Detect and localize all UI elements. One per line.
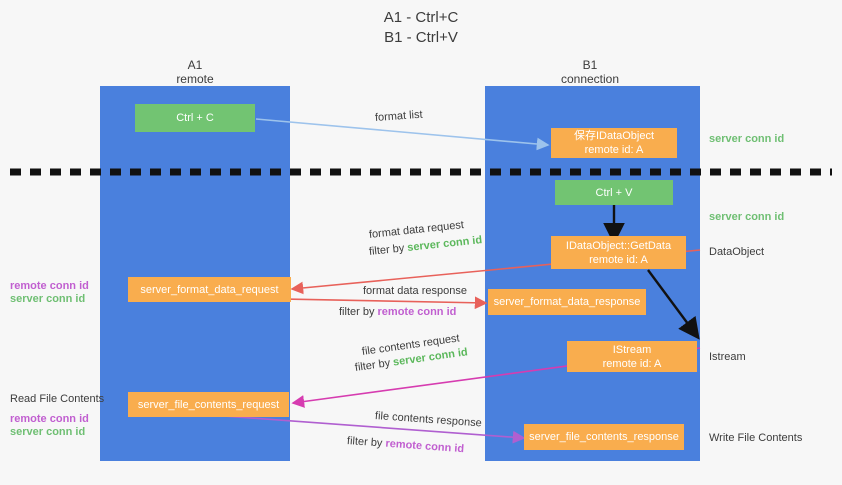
column-header-b1: B1 connection [490, 58, 690, 86]
node-ctrl-v[interactable]: Ctrl + V [555, 180, 673, 205]
node-server-format-data-request[interactable]: server_format_data_request [128, 277, 291, 302]
node-idataobject-line2: remote id: A [584, 144, 644, 156]
node-getdata-line1: IDataObject::GetData [565, 239, 672, 252]
column-a1-sub: remote [176, 72, 214, 86]
left-label-server-conn-2: server conn id [10, 426, 86, 438]
right-label-write-file-contents: Write File Contents [709, 432, 803, 444]
right-label-dataobject: DataObject [709, 246, 765, 258]
column-header-a1: A1 remote [100, 58, 290, 86]
edge-label-file-contents-response-filter: filter by remote conn id [347, 434, 465, 456]
node-server-file-contents-request-label: server_file_contents_request [137, 398, 280, 411]
node-idataobject-line1: 保存IDataObject [573, 130, 655, 142]
filter-by-text-1: filter by [368, 242, 408, 258]
filter-by-text-4: filter by [346, 435, 386, 450]
node-istream-line1: IStream [612, 343, 652, 356]
node-istream-line2: remote id: A [602, 357, 662, 370]
edge-label-file-contents-response: file contents response [374, 410, 483, 430]
node-server-file-contents-response[interactable]: server_file_contents_response [524, 424, 684, 450]
node-idataobject-getdata[interactable]: IDataObject::GetData remote id: A [551, 236, 686, 269]
left-label-server-conn-1: server conn id [10, 293, 86, 305]
column-a1-name: A1 [187, 58, 203, 72]
server-conn-id-text-1: server conn id [406, 234, 483, 254]
column-b1-name: B1 [582, 58, 598, 72]
filter-by-text-2: filter by [339, 306, 378, 318]
edge-label-format-data-response: format data response [363, 285, 467, 297]
right-label-server-conn-1: server conn id [709, 133, 785, 145]
column-b1-sub: connection [560, 72, 620, 86]
node-idataobject[interactable]: 保存IDataObject remote id: A [551, 128, 677, 158]
right-label-istream: Istream [709, 351, 746, 363]
filter-by-text-3: filter by [354, 356, 394, 374]
title-line-2: B1 - Ctrl+V [384, 29, 458, 46]
node-ctrl-c-label: Ctrl + C [176, 112, 214, 124]
node-istream[interactable]: IStream remote id: A [567, 341, 697, 372]
edge-label-format-data-response-filter: filter by remote conn id [339, 305, 456, 319]
node-getdata-line2: remote id: A [589, 253, 648, 266]
node-ctrl-v-label: Ctrl + V [595, 186, 633, 199]
remote-conn-id-text-2: remote conn id [385, 437, 465, 456]
node-server-file-contents-response-label: server_file_contents_response [529, 431, 679, 443]
node-server-file-contents-request[interactable]: server_file_contents_request [128, 392, 289, 417]
node-server-format-data-request-label: server_format_data_request [140, 283, 279, 296]
page-title: A1 - Ctrl+C B1 - Ctrl+V [0, 8, 842, 48]
node-server-format-data-response-label: server_format_data_response [493, 296, 641, 308]
node-ctrl-c[interactable]: Ctrl + C [135, 104, 255, 132]
edge-label-format-list: format list [374, 108, 423, 124]
left-label-remote-conn-2: remote conn id [10, 413, 89, 425]
remote-conn-id-text-1: remote conn id [377, 306, 457, 318]
left-label-remote-conn-1: remote conn id [10, 280, 89, 292]
node-server-format-data-response[interactable]: server_format_data_response [488, 289, 646, 315]
right-label-server-conn-2: server conn id [709, 211, 785, 223]
title-line-1: A1 - Ctrl+C [383, 9, 459, 26]
left-label-read-file-contents: Read File Contents [10, 393, 105, 405]
